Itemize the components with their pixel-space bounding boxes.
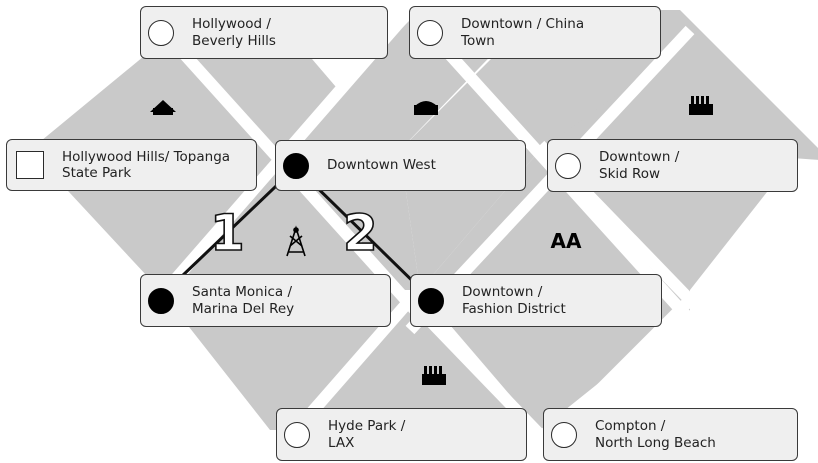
empty-circle-marker	[417, 19, 443, 46]
node-label: Downtown / China Town	[461, 16, 585, 49]
empty-circle-marker	[148, 19, 174, 46]
empty-square-marker	[16, 151, 44, 179]
factory-icon	[422, 366, 446, 385]
node-label: Downtown / Skid Row	[599, 149, 680, 182]
node-downtown-fashion-district[interactable]: Downtown / Fashion District	[410, 274, 662, 327]
node-hyde-park-lax[interactable]: Hyde Park / LAX	[276, 408, 527, 461]
filled-circle-marker	[418, 287, 444, 314]
node-label: Hyde Park / LAX	[328, 418, 406, 451]
node-santa-monica-marina-del-rey[interactable]: Santa Monica / Marina Del Rey	[140, 274, 391, 327]
node-label: Hollywood / Beverly Hills	[192, 16, 276, 49]
node-label: Santa Monica / Marina Del Rey	[192, 284, 295, 317]
node-hollywood-hills-topanga[interactable]: Hollywood Hills/ Topanga State Park	[6, 139, 257, 191]
empty-circle-marker	[555, 152, 581, 179]
filled-circle-marker	[148, 287, 174, 314]
node-downtown-skid-row[interactable]: Downtown / Skid Row	[547, 139, 798, 192]
route-number-2: 2	[343, 204, 378, 262]
route-number-1: 1	[210, 204, 245, 262]
node-label: Hollywood Hills/ Topanga State Park	[62, 148, 231, 182]
empty-circle-marker	[284, 421, 310, 448]
empty-circle-marker	[551, 421, 577, 448]
node-label: Downtown / Fashion District	[462, 284, 566, 317]
filled-circle-marker	[283, 152, 309, 179]
node-downtown-china-town[interactable]: Downtown / China Town	[409, 6, 661, 59]
node-downtown-west[interactable]: Downtown West	[275, 140, 526, 191]
node-compton-north-long-beach[interactable]: Compton / North Long Beach	[543, 408, 798, 461]
node-label: Downtown West	[327, 157, 436, 174]
radio-tower-icon	[286, 225, 306, 257]
factory-icon	[689, 96, 713, 115]
house-icon	[150, 100, 176, 115]
node-hollywood-beverly-hills[interactable]: Hollywood / Beverly Hills	[140, 6, 388, 59]
aa-zone-label: AA	[551, 229, 582, 253]
node-label: Compton / North Long Beach	[595, 418, 716, 451]
dome-building-icon	[414, 101, 438, 115]
